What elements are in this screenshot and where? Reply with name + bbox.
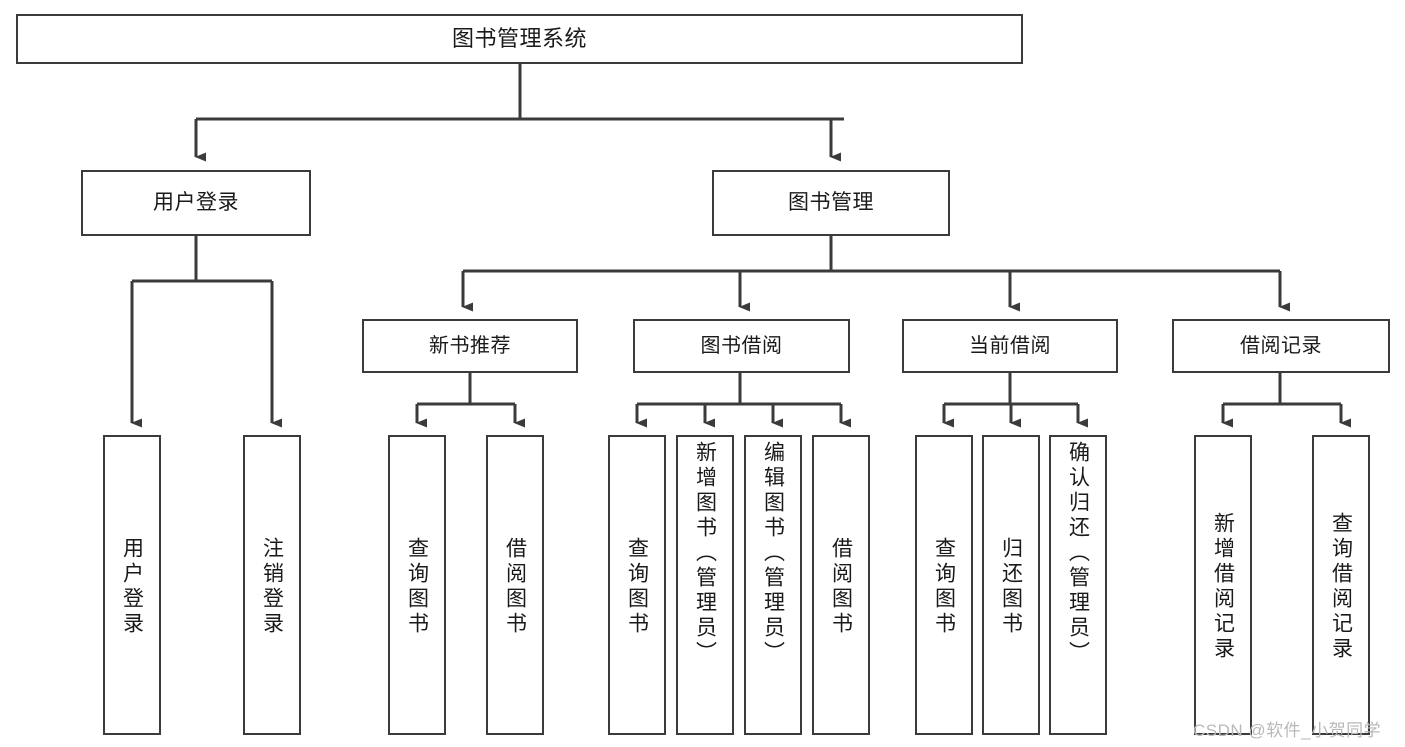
node-label: 借阅记录 xyxy=(1240,334,1322,357)
leaf-borrow-record-query[interactable]: 查询借阅记录 xyxy=(1312,435,1370,735)
leaf-current-borrow-confirm-return[interactable]: 确认归还（管理员） xyxy=(1049,435,1107,735)
node-label: 编辑图书（管理员） xyxy=(761,441,785,666)
leaf-current-borrow-return[interactable]: 归还图书 xyxy=(982,435,1040,735)
node-label: 图书管理系统 xyxy=(451,26,587,52)
leaf-user-login-login[interactable]: 用户登录 xyxy=(103,435,161,735)
node-label: 用户登录 xyxy=(120,537,144,637)
leaf-current-borrow-query[interactable]: 查询图书 xyxy=(915,435,973,735)
node-label: 借阅图书 xyxy=(829,537,853,637)
node-root-system[interactable]: 图书管理系统 xyxy=(16,14,1023,64)
node-label: 注销登录 xyxy=(260,537,284,637)
node-label: 当前借阅 xyxy=(969,334,1051,357)
node-book-borrow[interactable]: 图书借阅 xyxy=(633,319,850,373)
node-label: 查询图书 xyxy=(405,537,429,637)
node-label: 归还图书 xyxy=(999,537,1023,637)
node-label: 图书管理 xyxy=(788,190,874,214)
node-label: 确认归还（管理员） xyxy=(1066,441,1090,666)
leaf-book-borrow-query[interactable]: 查询图书 xyxy=(608,435,666,735)
node-borrow-record[interactable]: 借阅记录 xyxy=(1172,319,1390,373)
node-book-management[interactable]: 图书管理 xyxy=(712,170,950,236)
node-label: 查询图书 xyxy=(932,537,956,637)
node-label: 用户登录 xyxy=(153,190,239,214)
node-label: 新增借阅记录 xyxy=(1211,512,1235,662)
leaf-new-book-query[interactable]: 查询图书 xyxy=(388,435,446,735)
leaf-book-borrow-borrow[interactable]: 借阅图书 xyxy=(812,435,870,735)
leaf-borrow-record-add[interactable]: 新增借阅记录 xyxy=(1194,435,1252,735)
leaf-new-book-borrow[interactable]: 借阅图书 xyxy=(486,435,544,735)
node-label: 查询图书 xyxy=(625,537,649,637)
node-current-borrow[interactable]: 当前借阅 xyxy=(902,319,1118,373)
node-label: 查询借阅记录 xyxy=(1329,512,1353,662)
leaf-user-login-logout[interactable]: 注销登录 xyxy=(243,435,301,735)
node-label: 借阅图书 xyxy=(503,537,527,637)
node-new-book-recommend[interactable]: 新书推荐 xyxy=(362,319,578,373)
leaf-book-borrow-edit[interactable]: 编辑图书（管理员） xyxy=(744,435,802,735)
node-user-login[interactable]: 用户登录 xyxy=(81,170,311,236)
node-label: 图书借阅 xyxy=(700,334,783,357)
node-label: 新书推荐 xyxy=(429,334,511,357)
node-label: 新增图书（管理员） xyxy=(693,441,717,666)
leaf-book-borrow-add[interactable]: 新增图书（管理员） xyxy=(676,435,734,735)
